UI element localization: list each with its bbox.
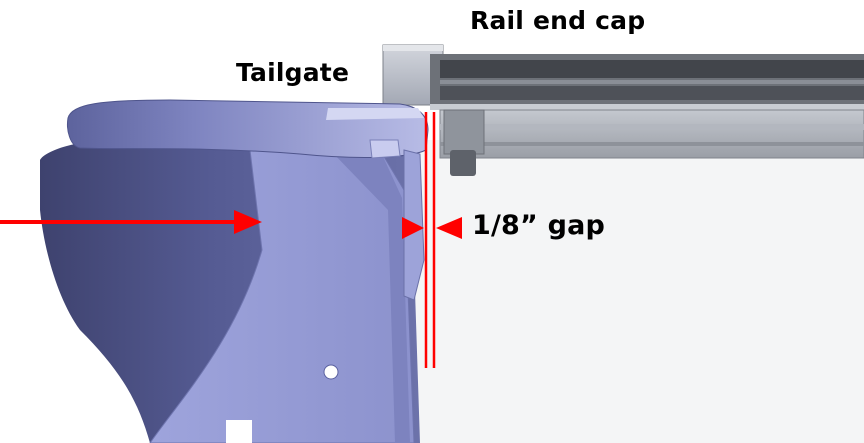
rail-end-cap-label: Rail end cap — [470, 6, 646, 35]
push-arrow — [0, 210, 262, 234]
push-arrow-icon — [234, 210, 262, 234]
tailgate-hole — [323, 364, 339, 380]
rail-lower-bar — [439, 109, 864, 176]
tailgate-label: Tailgate — [236, 58, 350, 87]
tailgate — [40, 99, 429, 443]
tailgate-notch — [226, 420, 252, 443]
gap-arrow-left-icon — [402, 217, 424, 239]
gap-label: 1/8” gap — [472, 210, 606, 241]
rail-mount-knob — [450, 150, 476, 176]
gap-arrow-right-icon — [436, 217, 462, 239]
tailgate-side-plate — [149, 149, 415, 443]
background-panel — [400, 140, 864, 443]
rail-end-cap — [382, 44, 864, 110]
gap-marker — [402, 112, 462, 368]
